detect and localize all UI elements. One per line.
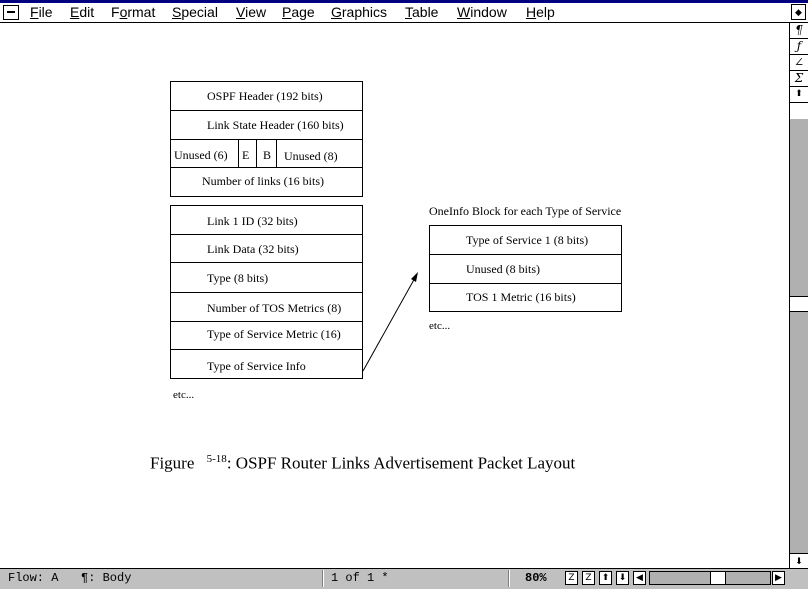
- header-row-label: Link State Header (160 bits): [207, 118, 344, 132]
- link-row-label: Link 1 ID (32 bits): [207, 214, 298, 228]
- horizontal-scroll-thumb[interactable]: [710, 572, 726, 584]
- link-row: Type of Service Info: [171, 350, 362, 378]
- zoom-in-icon[interactable]: Z: [582, 571, 595, 585]
- menu-special[interactable]: Special: [172, 4, 218, 20]
- scroll-down-icon[interactable]: ⬇: [790, 553, 808, 568]
- tos-row: TOS 1 Metric (16 bits): [430, 284, 621, 311]
- tos-row-label: Unused (8 bits): [466, 262, 540, 276]
- horizontal-scrollbar[interactable]: [649, 571, 771, 585]
- link-row-label: Type (8 bits): [207, 271, 269, 285]
- link-row: Link 1 ID (32 bits): [171, 206, 362, 235]
- tos-block-etc: etc...: [429, 320, 451, 332]
- tos-row: Type of Service 1 (8 bits): [430, 226, 621, 255]
- header-row-label: OSPF Header (192 bits): [207, 89, 323, 103]
- menu-format[interactable]: Format: [111, 4, 156, 20]
- status-style: ¶: Body: [81, 571, 132, 585]
- menu-table[interactable]: Table: [405, 4, 439, 20]
- header-row-flags: Unused (6) E B Unused (8): [171, 140, 362, 168]
- header-row-lsa: Link State Header (160 bits): [171, 111, 362, 140]
- status-bar: Flow: A ¶: Body 1 of 1 * 80% Z Z ⬆ ⬇ ◀ ▶: [0, 568, 808, 589]
- angle-tool-icon[interactable]: ∠: [790, 55, 808, 71]
- menu-graphics[interactable]: Graphics: [331, 4, 388, 20]
- status-divider: [508, 570, 510, 587]
- function-tool-icon[interactable]: ƒ: [790, 39, 808, 55]
- status-flow: Flow: A: [8, 571, 59, 585]
- diagram-arrow: [362, 272, 418, 372]
- tos-row: Unused (8 bits): [430, 255, 621, 284]
- menu-view[interactable]: View: [236, 4, 267, 20]
- header-block: OSPF Header (192 bits) Link State Header…: [170, 81, 363, 197]
- link-row-label: Type of Service Info: [207, 359, 306, 373]
- system-menu-button[interactable]: [3, 5, 19, 20]
- figure-caption: Figure 5-18: OSPF Router Links Advertise…: [150, 453, 575, 474]
- header-row-ospf: OSPF Header (192 bits): [171, 82, 362, 111]
- header-row-links: Number of links (16 bits): [171, 168, 362, 196]
- tos-row-label: Type of Service 1 (8 bits): [466, 233, 589, 247]
- menu-window[interactable]: Window: [457, 4, 507, 20]
- page-up-icon[interactable]: ⬆: [599, 571, 612, 585]
- tos-row-label: TOS 1 Metric (16 bits): [466, 290, 576, 304]
- caption-number: 5-18: [206, 453, 227, 465]
- vertical-scroll-thumb[interactable]: [790, 296, 808, 312]
- zoom-out-icon[interactable]: Z: [565, 571, 578, 585]
- menu-file[interactable]: File: [30, 4, 53, 20]
- menu-edit[interactable]: Edit: [70, 4, 95, 20]
- flag-b: B: [263, 148, 272, 162]
- scroll-up-icon[interactable]: ⬆: [790, 87, 808, 103]
- title-bar-strip: [0, 0, 808, 3]
- link-row-label: Link Data (32 bits): [207, 242, 299, 256]
- sigma-tool-icon[interactable]: Σ: [790, 71, 808, 87]
- document-canvas[interactable]: OSPF Header (192 bits) Link State Header…: [0, 23, 789, 568]
- link-row: Type (8 bits): [171, 263, 362, 293]
- link-row-label: Number of TOS Metrics (8): [207, 301, 342, 315]
- tos-block-label: OneInfo Block for each Type of Service: [429, 204, 622, 218]
- flag-e: E: [242, 148, 250, 162]
- flags-unused-right: Unused (8): [284, 149, 338, 163]
- menu-page[interactable]: Page: [282, 4, 315, 20]
- page-down-icon[interactable]: ⬇: [616, 571, 629, 585]
- link-block: Link 1 ID (32 bits) Link Data (32 bits) …: [170, 205, 363, 379]
- caption-text: : OSPF Router Links Advertisement Packet…: [226, 453, 576, 473]
- caption-prefix: Figure: [150, 453, 195, 473]
- link-block-etc: etc...: [173, 389, 195, 401]
- link-row: Link Data (32 bits): [171, 235, 362, 263]
- tos-block: Type of Service 1 (8 bits) Unused (8 bit…: [429, 225, 622, 312]
- status-divider: [322, 570, 324, 587]
- menu-bar: File Edit Format Special View Page Graph…: [0, 3, 808, 23]
- zoom-level[interactable]: 80%: [525, 571, 547, 585]
- scroll-left-icon[interactable]: ◀: [633, 571, 646, 585]
- header-row-label: Number of links (16 bits): [202, 174, 324, 188]
- scroll-right-icon[interactable]: ▶: [772, 571, 785, 585]
- link-row: Number of TOS Metrics (8): [171, 293, 362, 322]
- paragraph-tool-icon[interactable]: ¶: [790, 23, 808, 39]
- restore-window-icon[interactable]: ◆: [791, 4, 806, 20]
- link-row: Type of Service Metric (16): [171, 322, 362, 350]
- tool-sidebar: ¶ ƒ ∠ Σ ⬆ ⬇: [789, 23, 808, 568]
- vertical-scrollbar[interactable]: [790, 119, 808, 553]
- menu-help[interactable]: Help: [526, 4, 555, 20]
- status-page: 1 of 1 *: [331, 571, 389, 585]
- link-row-label: Type of Service Metric (16): [207, 327, 341, 341]
- flags-unused-left: Unused (6): [174, 148, 228, 162]
